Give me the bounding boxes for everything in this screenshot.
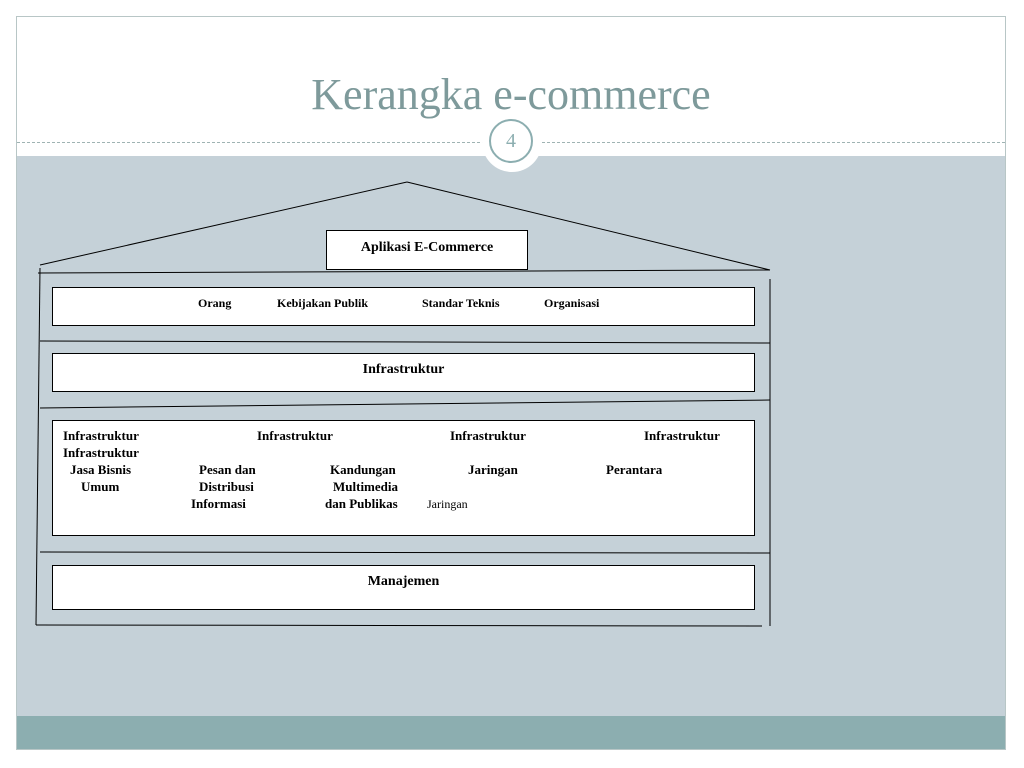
slide-frame <box>16 16 1006 750</box>
footer-band <box>17 716 1005 749</box>
service-header-3: Infrastruktur <box>450 428 526 443</box>
service-header-1: Infrastruktur <box>63 428 139 443</box>
service-intermediary-label: Perantara <box>606 462 663 477</box>
service-business-label: Jasa Bisnis <box>70 462 132 477</box>
service-distribution-label: Distribusi <box>199 479 254 494</box>
people-policy-box: Orang Kebijakan Publik Standar Teknis Or… <box>52 287 755 326</box>
page-number: 4 <box>489 119 533 163</box>
service-messaging-label: Pesan dan <box>199 462 256 477</box>
service-multimedia-label: Multimedia <box>333 479 398 494</box>
service-information-label: Informasi <box>191 496 246 511</box>
public-policy-label: Kebijakan Publik <box>277 296 369 310</box>
ecommerce-application-box: Aplikasi E-Commerce <box>326 230 528 270</box>
service-header-4: Infrastruktur <box>644 428 720 443</box>
slide-title: Kerangka e-commerce <box>311 70 711 119</box>
divider-line-3 <box>39 551 771 554</box>
service-network-label: Jaringan <box>468 462 518 477</box>
infrastructure-box: Infrastruktur <box>52 353 755 392</box>
roof-right-line <box>406 181 771 271</box>
frame-bottom-line <box>35 624 763 627</box>
infrastructure-services-box: Infrastruktur Infrastruktur Infrastruktu… <box>52 420 755 536</box>
service-content-label: Kandungan <box>330 462 396 477</box>
service-network-small-label: Jaringan <box>427 497 468 511</box>
technical-standard-label: Standar Teknis <box>422 296 500 310</box>
service-publication-label: dan Publikas <box>325 496 398 511</box>
management-box: Manajemen <box>52 565 755 610</box>
service-general-label: Umum <box>81 479 120 494</box>
people-label: Orang <box>198 296 232 310</box>
divider-line-2 <box>39 399 771 409</box>
roof-left-line <box>39 181 408 266</box>
roof-base-line <box>37 269 771 274</box>
service-header-5: Infrastruktur <box>63 445 139 460</box>
divider-line-1 <box>39 340 771 344</box>
organization-label: Organisasi <box>544 296 600 310</box>
service-header-2: Infrastruktur <box>257 428 333 443</box>
frame-left-line <box>35 267 41 626</box>
